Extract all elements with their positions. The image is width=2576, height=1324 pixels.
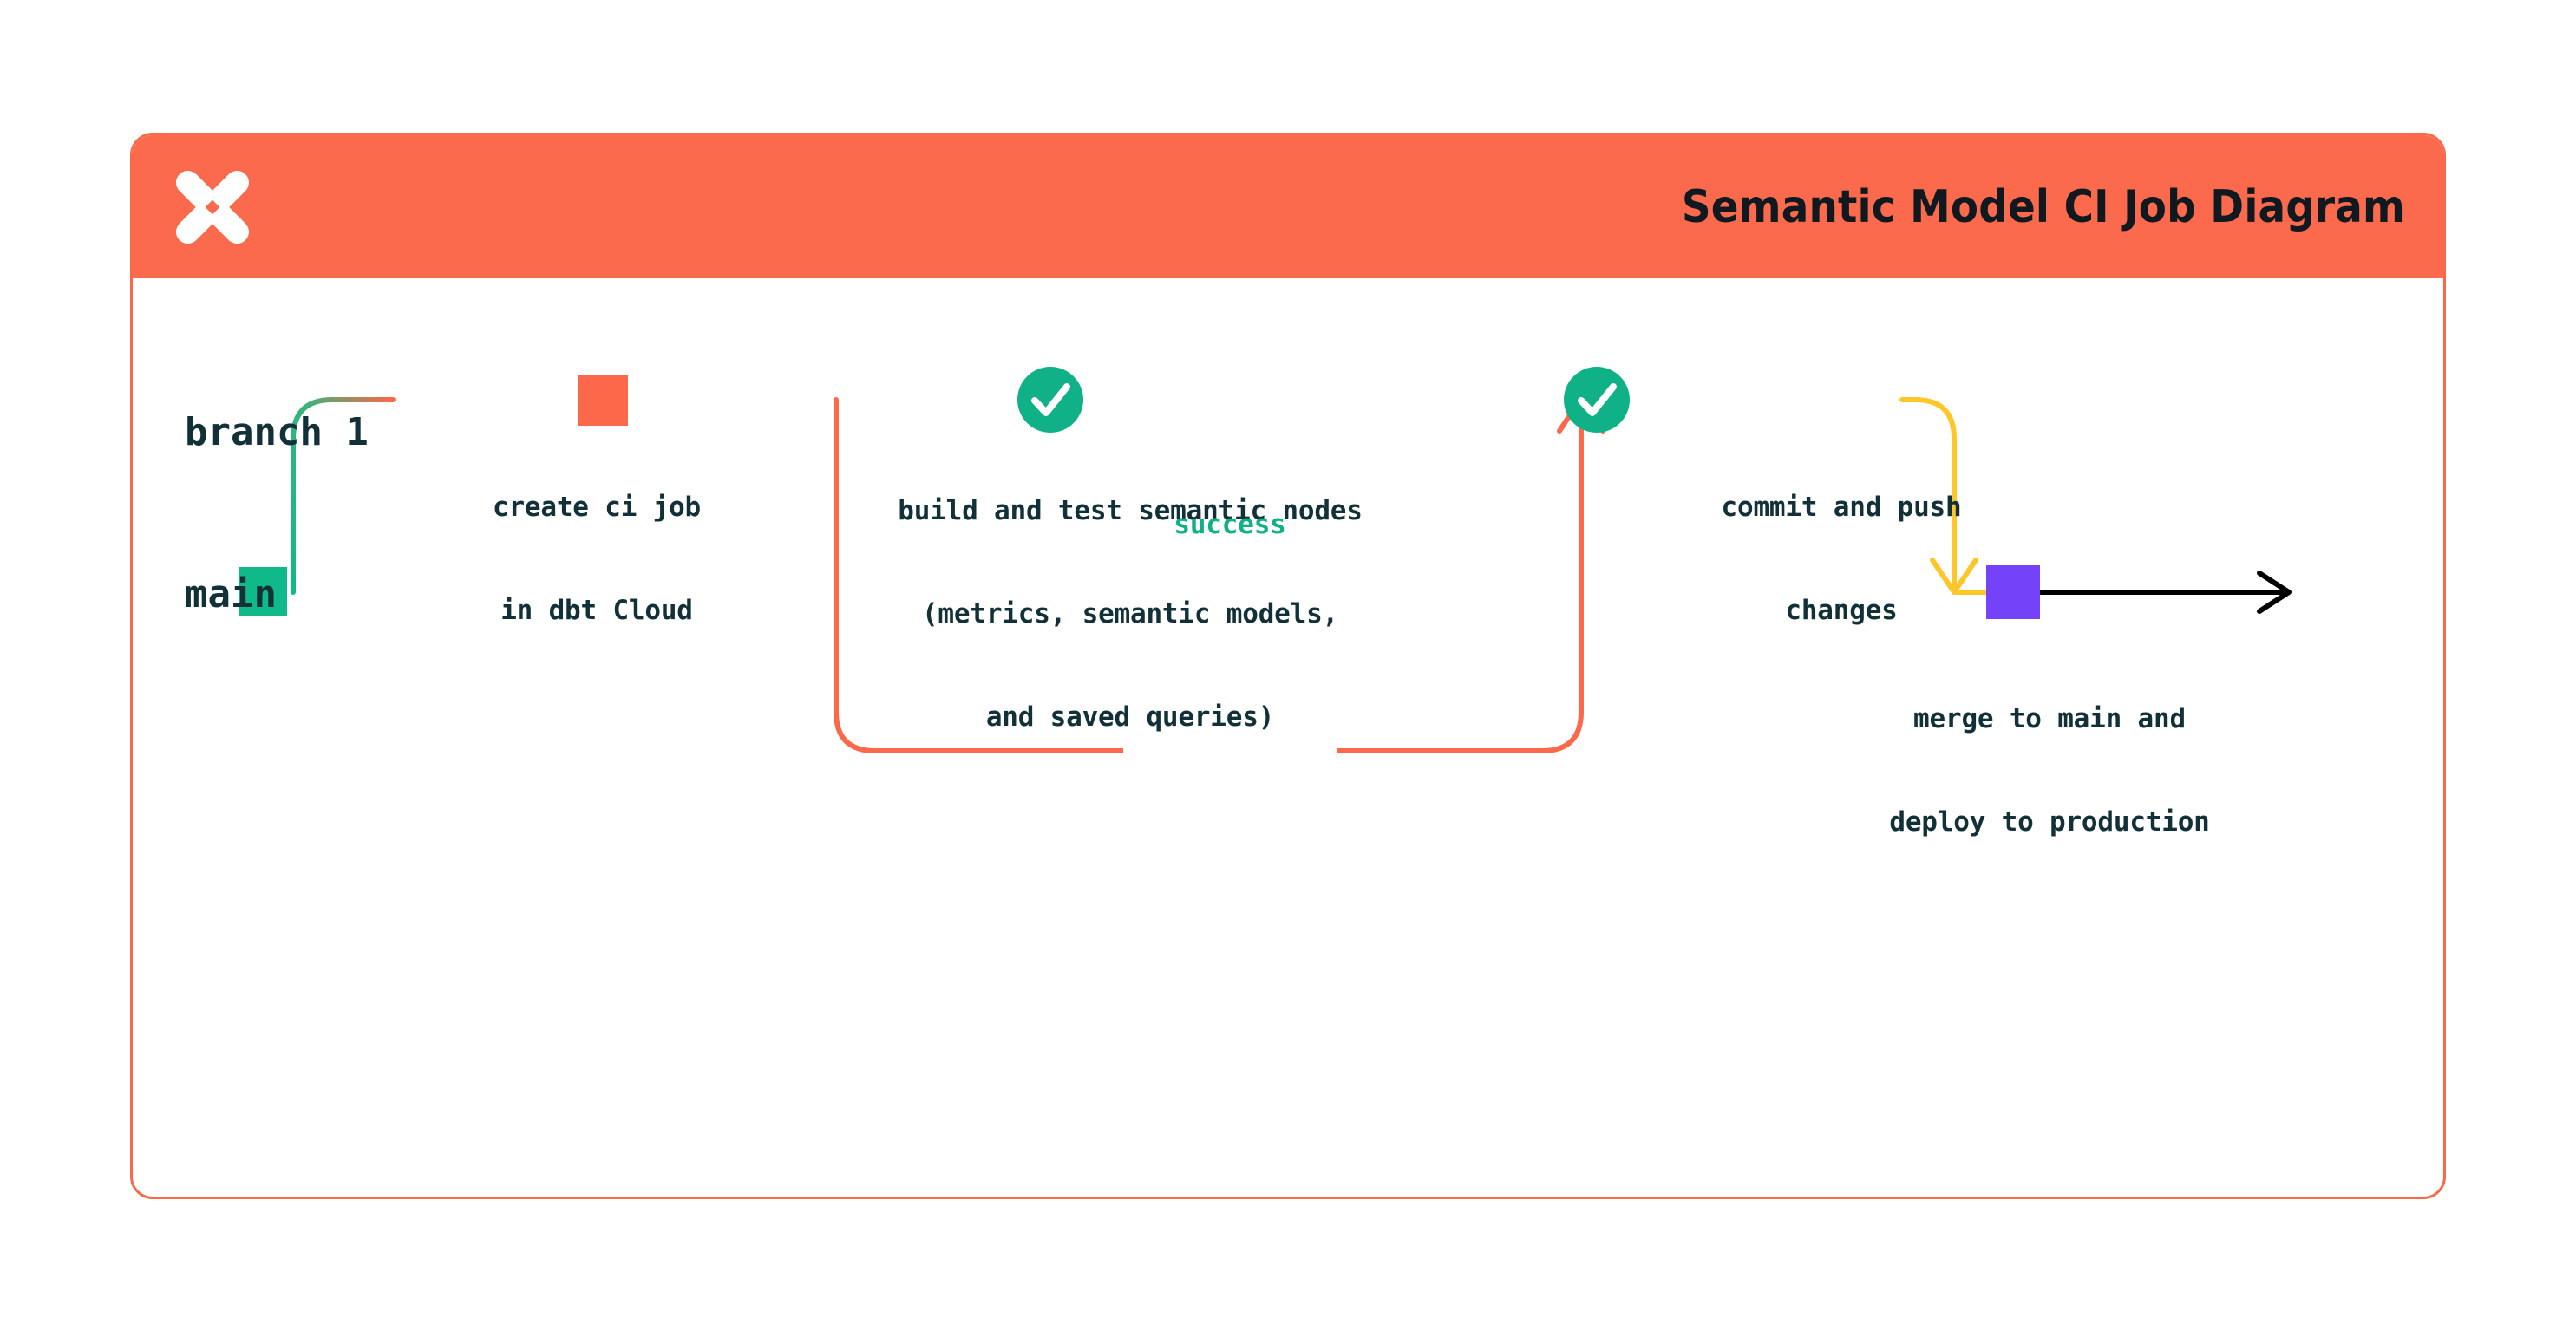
node-label-line: in dbt Cloud [500, 595, 693, 627]
page-title: Semantic Model CI Job Diagram [1681, 180, 2405, 233]
edge-merge-to-main [1899, 397, 1989, 595]
node-label-create-ci-job: create ci job in dbt Cloud [454, 422, 740, 697]
node-label-line: (metrics, semantic models, [921, 598, 1339, 630]
card-header: Semantic Model CI Job Diagram [133, 135, 2443, 278]
check-icon [1031, 383, 1070, 416]
check-icon [1578, 383, 1617, 416]
node-label-line: deploy to production [1889, 806, 2210, 838]
edge-to-production [2040, 571, 2292, 614]
node-commit-and-push[interactable] [1564, 367, 1630, 433]
production-arrowhead [2257, 571, 2292, 614]
lane-label-branch1: branch 1 [185, 410, 369, 454]
diagram-graphics [239, 367, 2292, 773]
node-label-line: build and test semantic nodes [898, 495, 1363, 527]
node-label-merge-to-main: merge to main and deploy to production [1824, 634, 2275, 909]
edge-label-success: success [1174, 509, 1286, 540]
node-build-test-semantic-nodes[interactable] [1017, 367, 1083, 433]
diagram-canvas: branch 1 main create ci job in dbt Cloud… [133, 278, 2443, 1197]
node-merge-to-main[interactable] [1986, 565, 2040, 619]
node-main-start[interactable] [239, 567, 287, 616]
node-label-line: merge to main and [1913, 703, 2186, 735]
node-label-build-test-semantic-nodes: build and test semantic nodes (metrics, … [827, 426, 1434, 804]
node-label-commit-and-push: commit and push changes [1659, 422, 2024, 697]
dbt-logo-icon [167, 162, 258, 252]
diagram-card: Semantic Model CI Job Diagram [130, 133, 2446, 1199]
branch-out-curve [291, 397, 396, 595]
node-label-line: commit and push [1721, 492, 1962, 524]
node-label-line: and saved queries) [985, 701, 1275, 734]
node-create-ci-job[interactable] [578, 375, 628, 426]
success-label-backdrop [1123, 729, 1337, 773]
merge-arrowhead [1930, 558, 1978, 595]
node-label-line: create ci job [492, 492, 702, 524]
lane-label-main: main [185, 572, 277, 616]
node-label-line: changes [1785, 595, 1898, 627]
